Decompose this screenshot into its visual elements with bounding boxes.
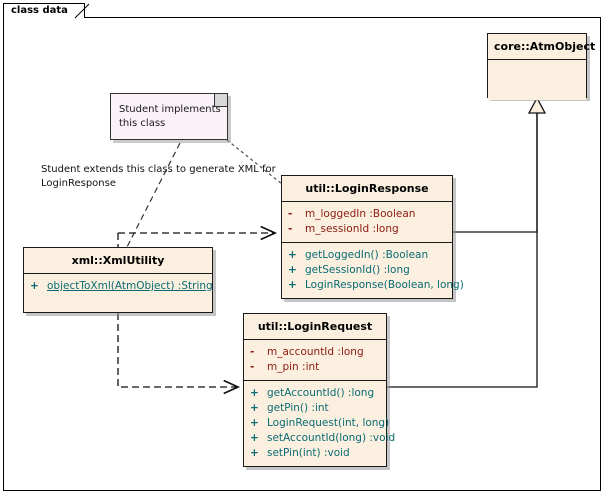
- attribute-row: - m_sessionId :long: [288, 222, 448, 237]
- generalization-loginresponse-atmobject: [453, 112, 538, 233]
- class-separator: [244, 339, 386, 340]
- diagram-tab-slant: [74, 3, 92, 19]
- operation-row: + objectToXml(AtmObject) :String: [30, 279, 213, 294]
- attribute-row: - m_pin :int: [250, 360, 382, 375]
- operation-row: + setPin(int) :void: [250, 446, 382, 461]
- operation-row: + getPin() :int: [250, 401, 382, 416]
- class-box-util-loginrequest[interactable]: util::LoginRequest - m_accountId :long -…: [243, 313, 395, 467]
- operation-label: LoginRequest(int, long): [267, 417, 390, 429]
- visibility-marker: +: [250, 387, 259, 399]
- operation-row: + getSessionId() :long: [288, 263, 448, 278]
- dependency-xmlutility-loginrequest: [117, 313, 241, 395]
- operation-row: + setAccountId(long) :void: [250, 431, 395, 446]
- operation-label: setPin(int) :void: [267, 447, 350, 459]
- operation-label: getLoggedIn() :Boolean: [305, 249, 429, 261]
- annotation-line-1: Student extends this class to generate X…: [41, 164, 276, 175]
- visibility-marker: +: [288, 249, 297, 261]
- visibility-marker: +: [250, 417, 259, 429]
- class-separator: [244, 380, 386, 381]
- operation-label-static: objectToXml(AtmObject) :String: [47, 280, 213, 292]
- operation-row: + getAccountId() :long: [250, 386, 382, 401]
- visibility-marker: -: [288, 223, 293, 235]
- visibility-marker: -: [288, 208, 293, 220]
- visibility-marker: +: [250, 447, 259, 459]
- visibility-marker: +: [30, 280, 39, 292]
- diagram-tab-label: class data: [3, 3, 85, 18]
- note-text-line-2: this class: [119, 118, 166, 129]
- class-separator: [282, 242, 452, 243]
- operations-compartment: + getAccountId() :long + getPin() :int +…: [244, 381, 395, 466]
- note-text-line-1: Student implements: [119, 104, 221, 115]
- class-name-util-loginresponse: util::LoginResponse: [282, 176, 452, 201]
- attributes-compartment: - m_loggedIn :Boolean - m_sessionId :lon…: [282, 202, 452, 242]
- inheritance-triangle-icon: [527, 96, 547, 114]
- visibility-marker: +: [250, 402, 259, 414]
- class-name-core-atmobject: core::AtmObject: [488, 34, 595, 59]
- attribute-label: m_accountId :long: [267, 346, 364, 358]
- annotation-text[interactable]: Student extends this class to generate X…: [41, 163, 291, 191]
- operations-compartment: + objectToXml(AtmObject) :String: [24, 274, 213, 312]
- operation-label: getAccountId() :long: [267, 387, 375, 399]
- attribute-label: m_pin :int: [267, 361, 320, 373]
- annotation-line-2: LoginResponse: [41, 178, 117, 189]
- class-separator: [488, 59, 586, 60]
- operation-row: + getLoggedIn() :Boolean: [288, 248, 448, 263]
- note-box[interactable]: Student implements this class: [110, 93, 228, 140]
- note-fold-corner-icon: [214, 94, 227, 107]
- class-name-util-loginrequest: util::LoginRequest: [244, 314, 386, 339]
- class-separator: [282, 201, 452, 202]
- attribute-row: - m_accountId :long: [250, 345, 382, 360]
- class-empty-compartment: [488, 60, 586, 100]
- note-text: Student implements this class: [111, 94, 227, 131]
- operation-label: getSessionId() :long: [305, 264, 410, 276]
- generalization-loginrequest-atmobject: [387, 112, 538, 388]
- visibility-marker: -: [250, 346, 255, 358]
- class-box-core-atmobject[interactable]: core::AtmObject: [487, 33, 595, 100]
- class-separator: [24, 273, 212, 274]
- operation-row: + LoginRequest(int, long): [250, 416, 389, 431]
- class-box-util-loginresponse[interactable]: util::LoginResponse - m_loggedIn :Boolea…: [281, 175, 464, 299]
- operation-label: LoginResponse(Boolean, long): [305, 279, 464, 291]
- operation-label: setAccountId(long) :void: [267, 432, 396, 444]
- operation-label: getPin() :int: [267, 402, 329, 414]
- visibility-marker: +: [250, 432, 259, 444]
- attribute-row: - m_loggedIn :Boolean: [288, 207, 448, 222]
- attributes-compartment: - m_accountId :long - m_pin :int: [244, 340, 386, 380]
- operations-compartment: + getLoggedIn() :Boolean + getSessionId(…: [282, 243, 464, 298]
- visibility-marker: +: [288, 264, 297, 276]
- attribute-label: m_sessionId :long: [305, 223, 399, 235]
- operation-row: + LoginResponse(Boolean, long): [288, 278, 464, 293]
- visibility-marker: +: [288, 279, 297, 291]
- class-name-xml-xmlutility: xml::XmlUtility: [24, 248, 212, 273]
- class-box-xml-xmlutility[interactable]: xml::XmlUtility + objectToXml(AtmObject)…: [23, 247, 213, 313]
- visibility-marker: -: [250, 361, 255, 373]
- dependency-xmlutility-loginresponse: [117, 225, 278, 247]
- attribute-label: m_loggedIn :Boolean: [305, 208, 416, 220]
